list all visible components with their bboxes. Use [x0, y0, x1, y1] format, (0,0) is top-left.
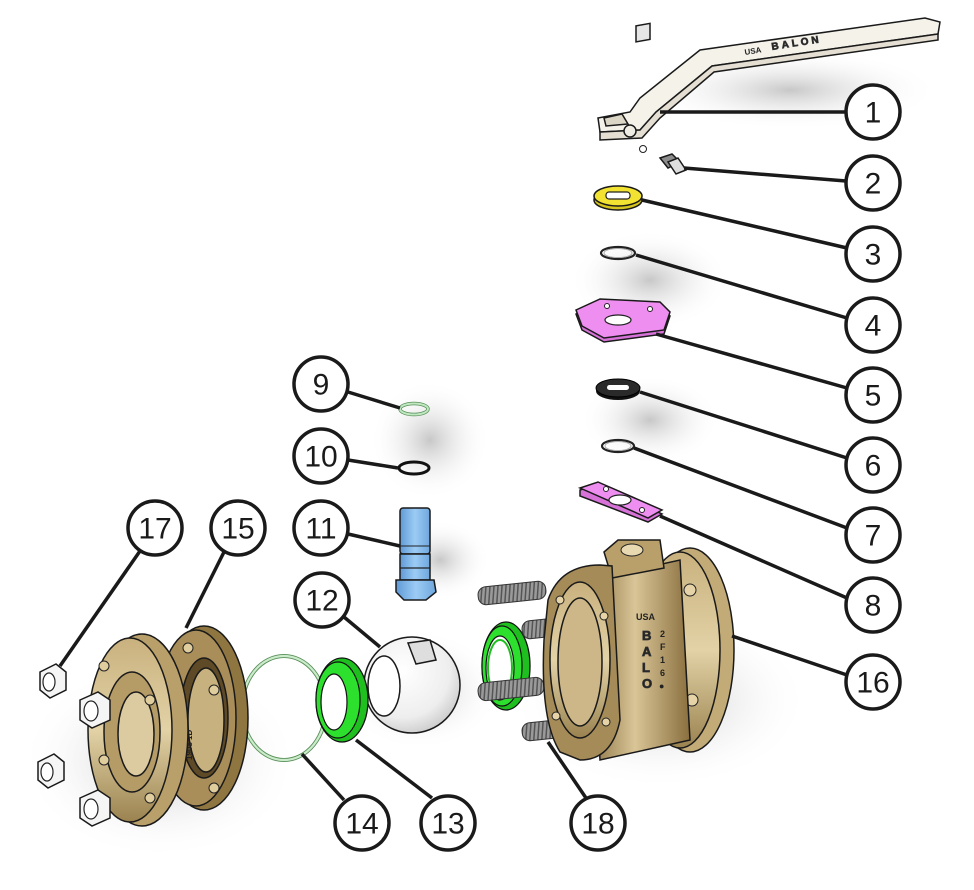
callouts: 1 2 3 4 5 6 7 8 9 10 11 12 13 14 15 16 1…: [126, 83, 902, 852]
callout-8[interactable]: 8: [844, 576, 902, 634]
part-end-flange[interactable]: 1908 1D: [87, 625, 249, 827]
svg-text:17: 17: [138, 513, 171, 546]
hex-nut[interactable]: [79, 789, 111, 827]
callout-16[interactable]: 16: [844, 653, 902, 711]
callout-13[interactable]: 13: [419, 794, 477, 852]
callout-5[interactable]: 5: [844, 366, 902, 424]
leader-10: [347, 458, 399, 470]
part-stem-oring-black[interactable]: [397, 460, 431, 476]
part-black-packing[interactable]: [595, 378, 641, 400]
callout-15[interactable]: 15: [209, 499, 267, 557]
svg-text:O: O: [642, 676, 652, 691]
svg-text:14: 14: [345, 808, 378, 841]
leader-12: [342, 615, 382, 649]
svg-text:7: 7: [865, 520, 882, 553]
svg-text:2: 2: [660, 629, 665, 639]
callout-12[interactable]: 12: [293, 571, 351, 629]
callout-7[interactable]: 7: [844, 506, 902, 564]
callout-9[interactable]: 9: [292, 355, 350, 413]
leader-11: [347, 532, 401, 548]
svg-text:13: 13: [431, 808, 464, 841]
svg-text:1: 1: [660, 655, 665, 665]
svg-text:L: L: [642, 660, 650, 675]
callout-1[interactable]: 1: [844, 83, 902, 141]
part-valve-body[interactable]: USA B A L O 2 F 1 6 ●: [542, 539, 735, 761]
leader-lines: [58, 110, 848, 802]
part-hex-nuts[interactable]: [37, 663, 111, 827]
svg-text:2: 2: [865, 168, 882, 201]
hex-nut[interactable]: [37, 753, 65, 789]
leader-14: [300, 752, 346, 802]
leader-17: [58, 550, 142, 667]
callout-3[interactable]: 3: [844, 225, 902, 283]
leader-13: [354, 738, 434, 800]
part-retaining-ring-upper[interactable]: [599, 245, 637, 261]
svg-text:18: 18: [581, 808, 614, 841]
svg-text:4: 4: [865, 310, 882, 343]
svg-text:15: 15: [221, 513, 254, 546]
part-stop-plate[interactable]: [575, 298, 671, 343]
leader-5: [655, 332, 848, 390]
svg-text:1: 1: [865, 97, 882, 130]
hex-nut[interactable]: [39, 663, 67, 699]
part-seat-left[interactable]: [315, 657, 369, 743]
part-retaining-ring-lower[interactable]: [600, 438, 636, 454]
leader-16: [731, 634, 848, 677]
callout-17[interactable]: 17: [126, 499, 184, 557]
leader-8: [659, 514, 848, 600]
body-brand-marking: B A L O: [642, 628, 653, 692]
callout-14[interactable]: 14: [333, 794, 391, 852]
part-gland-plate[interactable]: [577, 481, 664, 523]
svg-text:3: 3: [865, 239, 882, 272]
end-flange-marking: 1908 1D: [185, 730, 194, 760]
svg-text:6: 6: [865, 450, 882, 483]
part-stem[interactable]: [395, 507, 437, 601]
svg-text:A: A: [642, 644, 652, 659]
callout-18[interactable]: 18: [569, 794, 627, 852]
handle-square-nut[interactable]: [635, 22, 651, 153]
callout-4[interactable]: 4: [844, 296, 902, 354]
svg-text:10: 10: [304, 441, 337, 474]
body-usa-marking: USA: [636, 612, 656, 622]
leader-3: [641, 198, 848, 250]
svg-text:9: 9: [313, 369, 330, 402]
leader-7: [633, 446, 848, 530]
part-handle-bolt[interactable]: [658, 153, 688, 175]
svg-text:6: 6: [660, 668, 665, 678]
hex-nut[interactable]: [79, 691, 111, 729]
part-handle[interactable]: USA BALON: [597, 17, 941, 141]
leader-6: [639, 390, 848, 460]
svg-text:●: ●: [659, 681, 664, 691]
leader-9: [347, 390, 401, 410]
callout-10[interactable]: 10: [292, 427, 350, 485]
part-yellow-washer[interactable]: [593, 185, 643, 211]
svg-text:8: 8: [865, 590, 882, 623]
leader-18: [546, 741, 588, 799]
leader-2: [683, 166, 847, 183]
leader-15: [184, 551, 226, 629]
handle-usa-marking: USA: [744, 45, 762, 57]
callout-2[interactable]: 2: [844, 154, 902, 212]
svg-text:F: F: [660, 642, 666, 652]
part-stem-oring-green[interactable]: [398, 401, 430, 417]
callout-11[interactable]: 11: [292, 499, 350, 557]
part-ball[interactable]: [363, 636, 461, 734]
leader-4: [635, 253, 848, 320]
svg-text:5: 5: [865, 380, 882, 413]
svg-text:12: 12: [305, 585, 338, 618]
svg-text:11: 11: [305, 513, 336, 546]
svg-text:16: 16: [856, 667, 889, 700]
callout-6[interactable]: 6: [844, 436, 902, 494]
body-code-marking: 2 F 1 6 ●: [659, 629, 666, 691]
svg-text:B: B: [642, 628, 651, 643]
